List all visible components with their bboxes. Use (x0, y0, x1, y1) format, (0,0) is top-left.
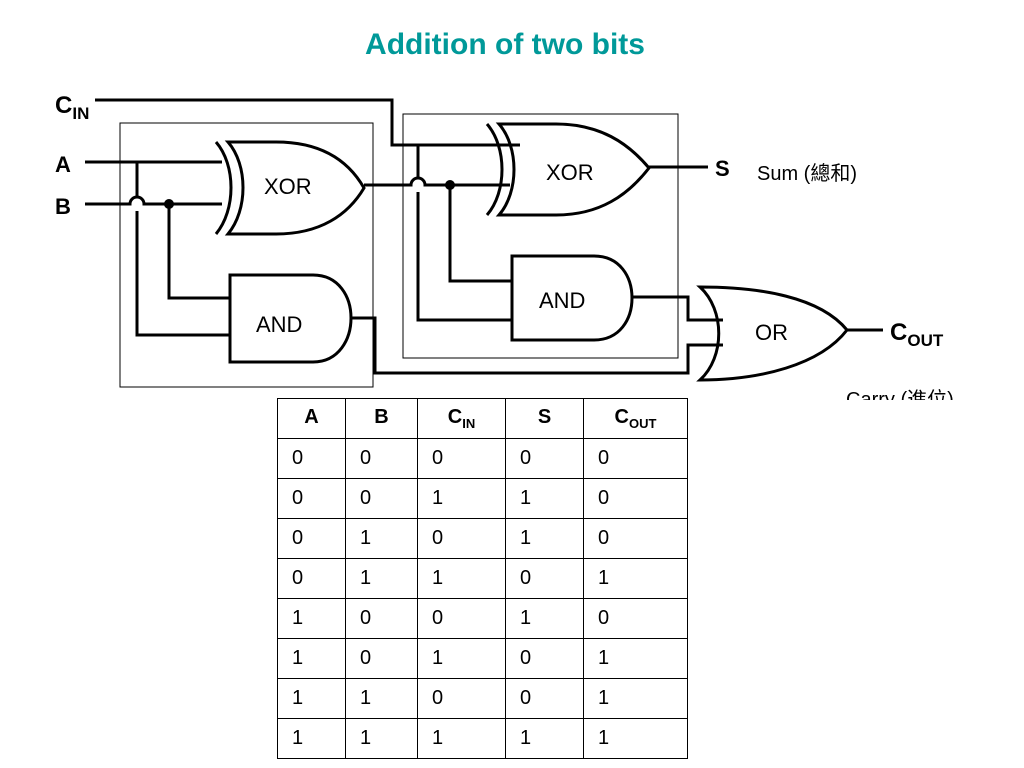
xor-gate-1 (214, 141, 233, 235)
table-cell: 1 (505, 598, 584, 639)
table-cell: 0 (505, 558, 584, 599)
cout-label: COUT (890, 319, 944, 350)
s-label: S (715, 156, 730, 181)
or-label: OR (755, 320, 788, 345)
wire-b-to-and1 (167, 204, 230, 300)
wire-cin-to-and2 (416, 145, 512, 322)
header-s: S (505, 398, 584, 439)
wire-a-to-and1 (135, 162, 230, 337)
header-cin: CIN (417, 398, 506, 439)
wire-b (85, 195, 222, 206)
and-gate-1 (228, 273, 353, 364)
table-cell: 0 (583, 478, 688, 519)
table-cell: 0 (417, 518, 506, 559)
table-cell: 1 (277, 718, 346, 759)
wire-xor1-to-and2 (448, 185, 512, 283)
table-cell: 1 (417, 558, 506, 599)
a-label: A (55, 152, 71, 177)
cin-label: CIN (55, 92, 89, 123)
table-cell: 1 (345, 558, 418, 599)
table-cell: 0 (345, 598, 418, 639)
wire-cin (95, 98, 520, 147)
half-adder-box-1 (119, 122, 374, 388)
table-cell: 1 (345, 518, 418, 559)
table-cell: 0 (277, 478, 346, 519)
table-cell: 0 (505, 638, 584, 679)
table-cell: 0 (505, 438, 584, 479)
table-cell: 1 (583, 678, 688, 719)
wire-and2-to-or (632, 295, 723, 322)
table-cell: 0 (417, 598, 506, 639)
table-cell: 0 (417, 438, 506, 479)
header-cout: COUT (583, 398, 688, 439)
half-adder-box-2 (402, 113, 679, 359)
and1-label: AND (256, 312, 302, 337)
table-cell: 1 (417, 718, 506, 759)
page-title: Addition of two bits (365, 28, 645, 61)
table-cell: 1 (417, 478, 506, 519)
wire-and1-to-or (351, 316, 723, 375)
table-cell: 1 (583, 558, 688, 599)
header-b: B (345, 398, 418, 439)
xor1-label: XOR (264, 174, 312, 199)
table-cell: 1 (345, 678, 418, 719)
table-cell: 1 (505, 478, 584, 519)
table-cell: 0 (277, 558, 346, 599)
header-a: A (277, 398, 346, 439)
table-cell: 1 (277, 678, 346, 719)
or-gate (696, 285, 849, 382)
table-cell: 0 (345, 478, 418, 519)
and-gate-2 (510, 254, 634, 342)
table-cell: 1 (277, 598, 346, 639)
junction-dot-2 (445, 180, 455, 190)
wire-xor1-out (364, 176, 510, 187)
and2-label: AND (539, 288, 585, 313)
carry-label: Carry (進位) (846, 388, 954, 400)
table-cell: 1 (277, 638, 346, 679)
xor-gate-2 (485, 123, 504, 216)
truth-table-header-row: A B CIN S COUT (277, 398, 688, 439)
table-cell: 0 (583, 598, 688, 639)
half-adder-circuit-diagram: CIN A B XOR AND XOR AND OR S Sum (總和) CO… (55, 92, 954, 400)
table-cell: 0 (583, 438, 688, 479)
junction-dot-1 (164, 199, 174, 209)
sum-label: Sum (總和) (757, 162, 857, 185)
table-cell: 0 (417, 678, 506, 719)
table-cell: 1 (583, 638, 688, 679)
table-cell: 1 (345, 718, 418, 759)
table-cell: 1 (505, 718, 584, 759)
table-cell: 0 (345, 638, 418, 679)
xor2-label: XOR (546, 160, 594, 185)
table-cell: 0 (345, 438, 418, 479)
table-cell: 0 (277, 438, 346, 479)
table-cell: 0 (277, 518, 346, 559)
table-cell: 1 (505, 518, 584, 559)
table-cell: 0 (505, 678, 584, 719)
b-label: B (55, 194, 71, 219)
table-cell: 1 (417, 638, 506, 679)
table-cell: 1 (583, 718, 688, 759)
table-cell: 0 (583, 518, 688, 559)
